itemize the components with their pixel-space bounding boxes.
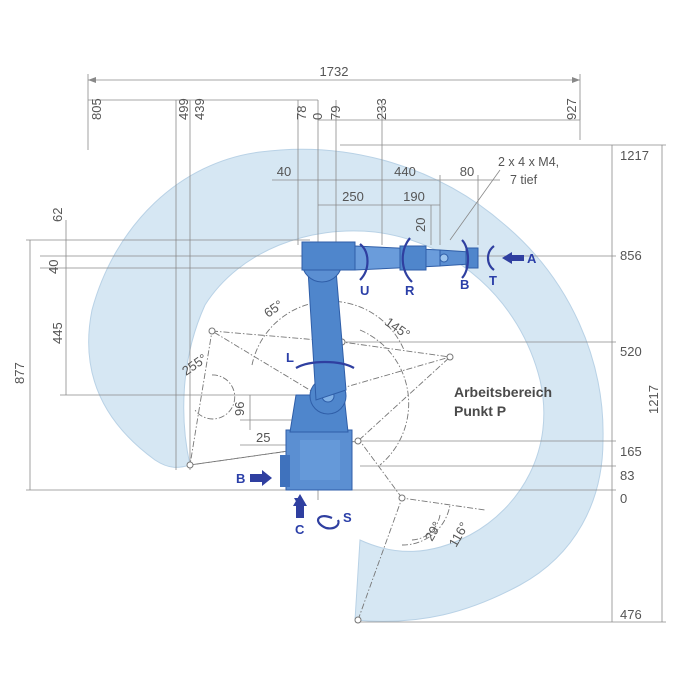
axis-label-u: U <box>360 283 369 298</box>
dim-40-left: 40 <box>46 260 61 274</box>
dim-80: 80 <box>460 164 474 179</box>
robot-upper-arm <box>301 241 356 271</box>
dim-927: 927 <box>564 98 579 120</box>
dim-190: 190 <box>403 189 425 204</box>
dim-r1217-top: 1217 <box>620 148 649 163</box>
dim-78: 78 <box>294 106 309 120</box>
axis-label-c: C <box>295 522 305 537</box>
dim-877: 877 <box>12 362 27 384</box>
axis-label-r: R <box>405 283 415 298</box>
dim-r520: 520 <box>620 344 642 359</box>
dim-40-top: 40 <box>277 164 291 179</box>
dim-439: 439 <box>192 98 207 120</box>
dim-62: 62 <box>50 208 65 222</box>
dim-20: 20 <box>413 218 428 232</box>
robot-arm <box>280 241 479 491</box>
dim-96: 96 <box>232 402 247 416</box>
axis-label-l: L <box>286 350 294 365</box>
arrow-c-icon <box>296 506 304 518</box>
thread-note-line1: 2 x 4 x M4, <box>498 155 559 169</box>
dim-79: 79 <box>328 106 343 120</box>
workspace-label-line2: Punkt P <box>454 403 506 419</box>
axis-label-b-wrist: B <box>460 277 469 292</box>
axis-label-s: S <box>343 510 352 525</box>
workspace-label-line1: Arbeitsbereich <box>454 384 552 400</box>
axis-label-b-base: B <box>236 471 245 486</box>
arrow-a-icon <box>502 252 524 264</box>
direction-arrows <box>250 252 524 518</box>
dim-r856: 856 <box>620 248 642 263</box>
dim-445: 445 <box>50 322 65 344</box>
dim-r0: 0 <box>620 491 627 506</box>
thread-note-line2: 7 tief <box>510 173 538 187</box>
dim-r1217-side: 1217 <box>646 385 661 414</box>
axis-label-a: A <box>527 251 537 266</box>
rotation-arrows <box>295 237 495 530</box>
dim-250: 250 <box>342 189 364 204</box>
dim-233: 233 <box>374 98 389 120</box>
axis-label-t: T <box>489 273 497 288</box>
top-dimension-lines <box>87 74 581 500</box>
joint-points <box>186 327 454 624</box>
dim-r476: 476 <box>620 607 642 622</box>
upper-dimension-lines <box>272 175 500 245</box>
dim-805: 805 <box>89 98 104 120</box>
dim-1732: 1732 <box>320 64 349 79</box>
thread-note-leader <box>449 169 501 241</box>
dim-440: 440 <box>394 164 416 179</box>
dim-25: 25 <box>256 430 270 445</box>
dim-r83: 83 <box>620 468 634 483</box>
dim-499: 499 <box>176 98 191 120</box>
arrow-b-icon <box>250 470 272 486</box>
dim-r165: 165 <box>620 444 642 459</box>
dim-0: 0 <box>310 113 325 120</box>
